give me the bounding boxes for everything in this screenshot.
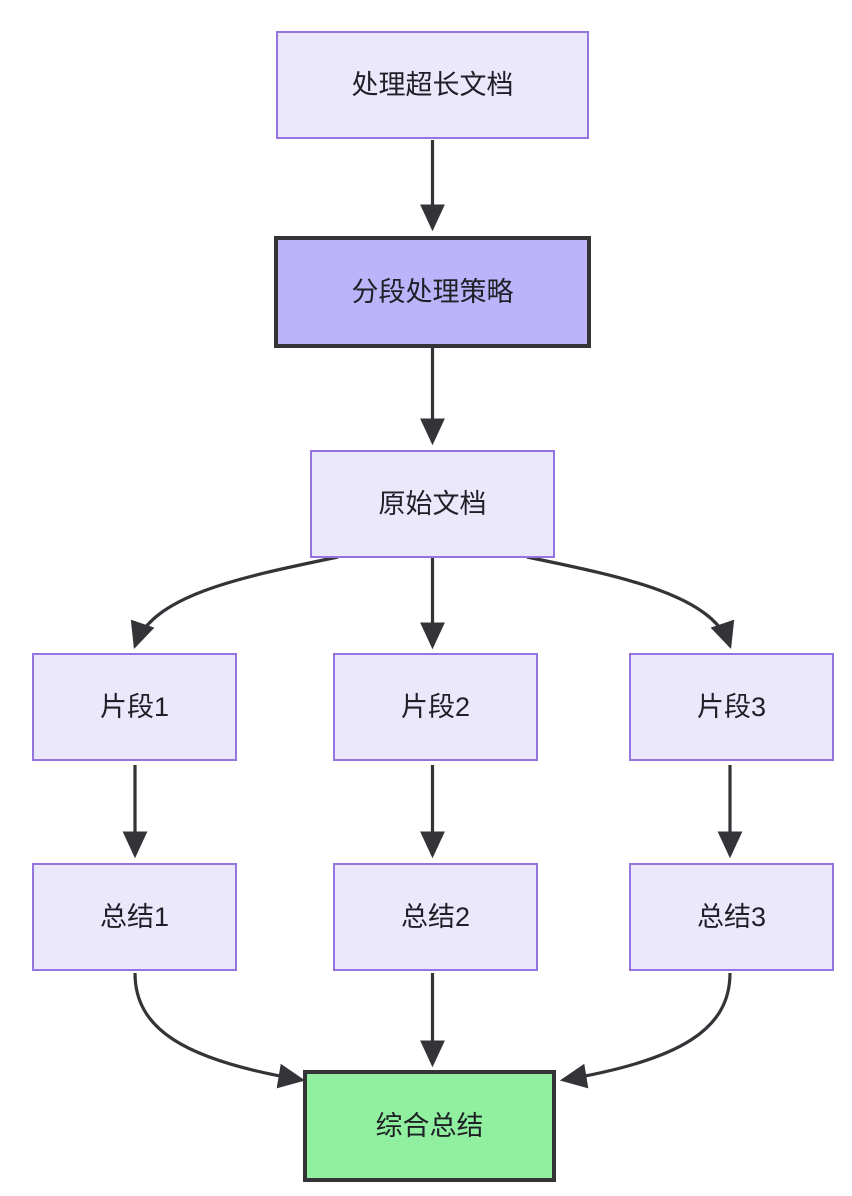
node-process-long-document[interactable]: 处理超长文档	[276, 31, 589, 139]
node-summary-3[interactable]: 总结3	[629, 863, 834, 971]
node-label: 分段处理策略	[351, 276, 514, 307]
node-comprehensive-summary[interactable]: 综合总结	[303, 1070, 556, 1182]
node-fragment-3[interactable]: 片段3	[629, 653, 834, 761]
node-chunking-strategy[interactable]: 分段处理策略	[274, 236, 591, 348]
node-label: 总结3	[696, 901, 767, 932]
node-label: 处理超长文档	[351, 69, 514, 100]
node-label: 总结2	[400, 901, 471, 932]
node-original-document[interactable]: 原始文档	[310, 450, 555, 558]
node-label: 片段1	[99, 691, 170, 722]
edge-n3-n4	[130, 555, 339, 650]
node-summary-2[interactable]: 总结2	[333, 863, 538, 971]
node-label: 综合总结	[375, 1110, 484, 1141]
node-label: 总结1	[99, 901, 170, 932]
edge-n9-n10	[559, 972, 732, 1089]
node-label: 片段2	[400, 691, 471, 722]
node-label: 原始文档	[378, 488, 487, 519]
node-fragment-2[interactable]: 片段2	[333, 653, 538, 761]
node-summary-1[interactable]: 总结1	[32, 863, 237, 971]
edge-n3-n6	[526, 555, 735, 650]
node-label: 片段3	[696, 691, 767, 722]
edge-n7-n10	[133, 972, 306, 1089]
node-fragment-1[interactable]: 片段1	[32, 653, 237, 761]
